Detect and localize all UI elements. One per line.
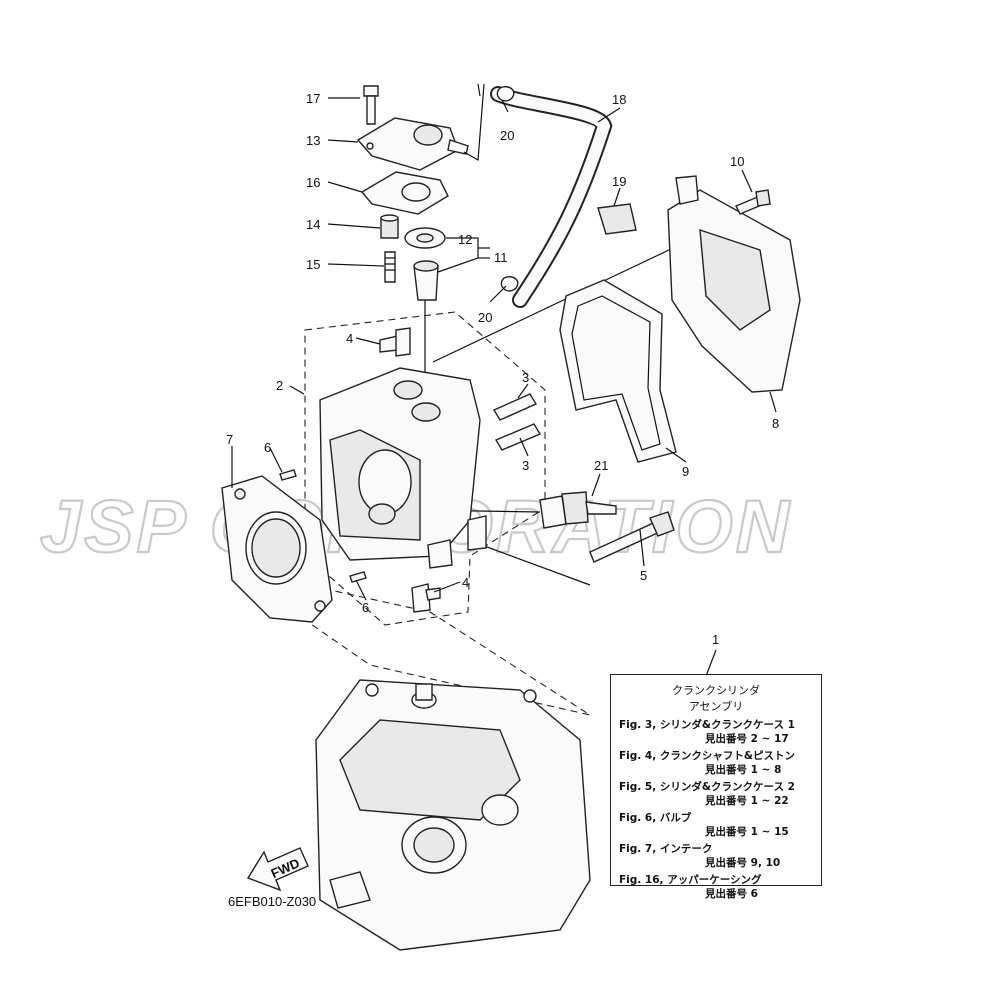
guide-line-gasket8	[432, 239, 691, 363]
note-entry-desc: Fig. 4, クランクシャフト&ピストン	[619, 750, 796, 762]
note-entry-refs: 見出番号 1 ~ 8	[705, 764, 782, 776]
callout-9: 9	[682, 464, 689, 479]
callout-10: 10	[730, 154, 744, 169]
bolt-5	[589, 511, 675, 563]
callout-21: 21	[594, 458, 608, 473]
spark-plug-21	[539, 491, 617, 529]
note-entry-refs: 見出番号 9, 10	[705, 857, 781, 869]
hose-18	[490, 86, 613, 308]
hose-18-inner	[492, 88, 611, 306]
fwd-arrow-icon: FWD	[246, 847, 309, 892]
note-entry-refs: 見出番号 6	[705, 888, 758, 900]
callout-18: 18	[612, 92, 626, 107]
note-entry: Fig. 3, シリンダ&クランクケース 1 見出番号 2 ~ 17	[619, 718, 813, 746]
seal-12	[404, 227, 446, 249]
assembly-note-box: クランクシリンダ アセンブリ Fig. 3, シリンダ&クランクケース 1 見出…	[610, 674, 822, 900]
bolt-17	[363, 85, 379, 125]
note-entry-refs: 見出番号 1 ~ 15	[705, 826, 789, 838]
callout-3-bottom: 3	[522, 458, 529, 473]
leader-lines	[231, 83, 777, 677]
crankcase-1	[315, 679, 591, 951]
note-entry-desc: Fig. 7, インテーク	[619, 843, 713, 855]
collar-14	[380, 214, 399, 239]
callout-15: 15	[306, 257, 320, 272]
callout-7: 7	[226, 432, 233, 447]
cover-gasket-16	[360, 171, 449, 215]
guide-line-bolt5	[467, 539, 591, 586]
note-entry-desc: Fig. 16, アッパーケーシング	[619, 874, 762, 886]
callout-16: 16	[306, 175, 320, 190]
callout-numbers: 17 13 16 14 15 12 11 20 20 18 19 10 8 9 …	[226, 91, 779, 647]
head-gasket-7	[221, 475, 333, 623]
crankcase-dashed-outline	[229, 567, 591, 716]
note-entry-desc: Fig. 6, バルブ	[619, 812, 692, 824]
callout-14: 14	[306, 217, 320, 232]
callout-11: 11	[494, 250, 508, 265]
screw-15	[384, 251, 396, 283]
hose-clip-20-bottom	[500, 276, 519, 292]
callout-5: 5	[640, 568, 647, 583]
pin-3-bottom	[494, 423, 542, 451]
callout-17: 17	[306, 91, 320, 106]
callout-3-top: 3	[522, 370, 529, 385]
cylinder-head-dashed-outline	[304, 311, 546, 626]
pin-3-top	[492, 393, 538, 421]
note-entry-refs: 見出番号 1 ~ 22	[705, 795, 789, 807]
cover-8	[667, 175, 801, 393]
thermostat-11	[413, 260, 439, 301]
cylinder-head-2	[319, 367, 487, 569]
clamp-19	[597, 203, 637, 235]
callout-4-bottom: 4	[462, 575, 469, 590]
fitting-4-bottom	[411, 583, 441, 613]
gasket-9-inner	[571, 295, 661, 451]
bolt-10	[735, 189, 771, 215]
callout-20-bottom: 20	[478, 310, 492, 325]
callout-6-left: 6	[264, 440, 271, 455]
callout-13: 13	[306, 133, 320, 148]
dowel-6-bottom	[349, 571, 367, 583]
note-entry: Fig. 16, アッパーケーシング 見出番号 6	[619, 873, 813, 901]
fitting-4-top	[379, 327, 411, 357]
callout-1: 1	[712, 632, 719, 647]
callout-6-bottom: 6	[362, 600, 369, 615]
note-entry-refs: 見出番号 2 ~ 17	[705, 733, 789, 745]
callout-4-top: 4	[346, 331, 353, 346]
thermostat-cover-13	[356, 117, 469, 171]
diagram-code: 6EFB010-Z030	[228, 894, 317, 909]
note-entry: Fig. 6, バルブ 見出番号 1 ~ 15	[619, 811, 813, 839]
note-entry-desc: Fig. 3, シリンダ&クランクケース 1	[619, 719, 795, 731]
callout-20-top: 20	[500, 128, 514, 143]
callout-2: 2	[276, 378, 283, 393]
note-title-line2: アセンブリ	[688, 700, 744, 713]
note-entry: Fig. 4, クランクシャフト&ピストン 見出番号 1 ~ 8	[619, 749, 813, 777]
note-entry-desc: Fig. 5, シリンダ&クランクケース 2	[619, 781, 795, 793]
dowel-6-left	[279, 469, 297, 481]
hose-clip-20-top	[496, 86, 515, 102]
callout-19: 19	[612, 174, 626, 189]
note-title-line1: クランクシリンダ	[672, 684, 760, 697]
callout-8: 8	[772, 416, 779, 431]
callout-12: 12	[458, 232, 472, 247]
gasket-9	[559, 279, 677, 463]
note-entry: Fig. 5, シリンダ&クランクケース 2 見出番号 1 ~ 22	[619, 780, 813, 808]
note-entry: Fig. 7, インテーク 見出番号 9, 10	[619, 842, 813, 870]
